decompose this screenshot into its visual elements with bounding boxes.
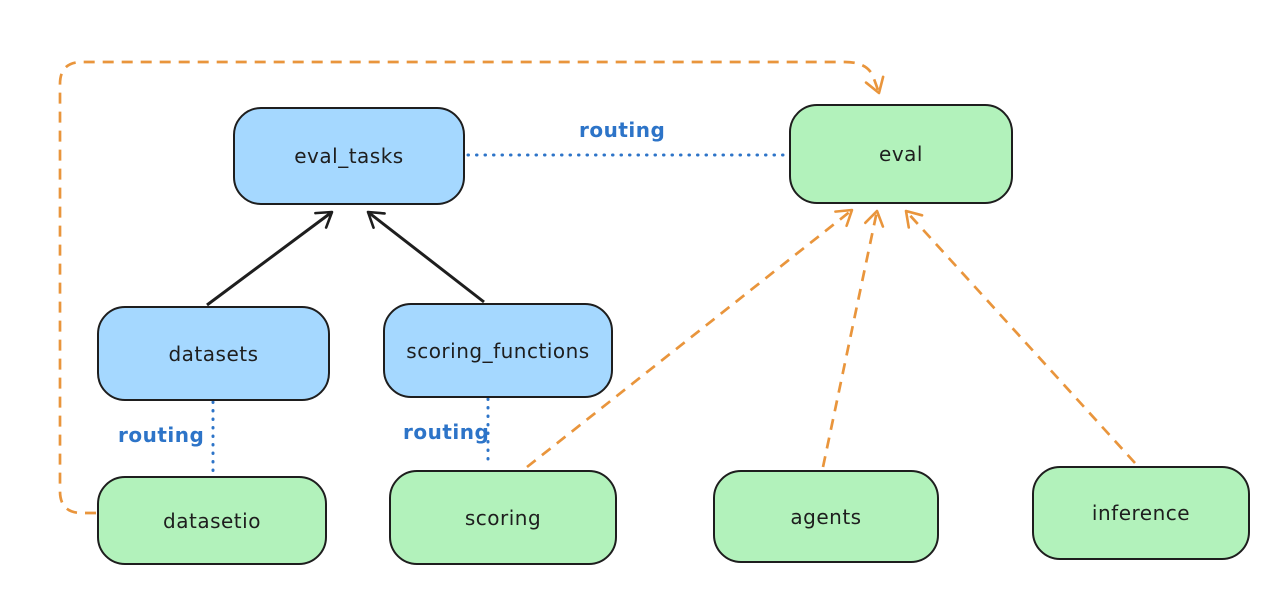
edge-scoring_functions-to-eval_tasks <box>366 210 485 304</box>
node-scoring: scoring <box>389 470 617 565</box>
node-eval-label: eval <box>879 142 923 166</box>
node-eval-tasks: eval_tasks <box>233 107 465 205</box>
routing-label-datasets-datasetio: routing <box>118 423 205 447</box>
node-datasets: datasets <box>97 306 330 401</box>
edge-agents-to-eval <box>821 209 885 468</box>
node-scoring-functions: scoring_functions <box>383 303 613 398</box>
edge-datasets-to-eval_tasks <box>206 210 334 307</box>
node-eval: eval <box>789 104 1013 204</box>
node-datasetio: datasetio <box>97 476 327 565</box>
node-scoring-functions-label: scoring_functions <box>406 338 590 363</box>
node-agents-label: agents <box>790 504 862 529</box>
edge-datasetio-to-eval <box>58 60 885 515</box>
node-scoring-label: scoring <box>464 505 542 530</box>
node-inference-label: inference <box>1091 501 1191 525</box>
node-inference: inference <box>1032 466 1250 560</box>
edge-inference-to-eval <box>904 209 1136 464</box>
edge-scoring-to-eval <box>526 208 854 469</box>
routing-label-eval-tasks-eval: routing <box>579 118 666 142</box>
node-datasets-label: datasets <box>168 341 259 366</box>
routing-label-scoring-functions-scoring: routing <box>403 420 490 444</box>
node-agents: agents <box>713 470 939 563</box>
node-eval-tasks-label: eval_tasks <box>294 144 404 168</box>
node-datasetio-label: datasetio <box>163 508 261 533</box>
